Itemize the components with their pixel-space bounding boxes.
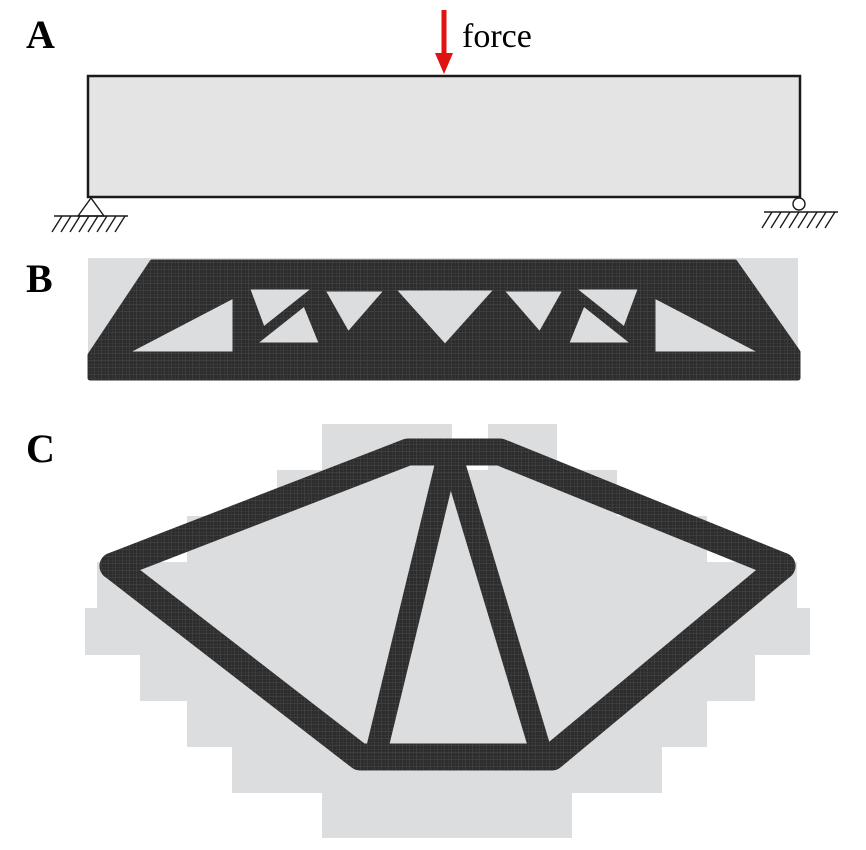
panel-a: A force [26, 10, 838, 233]
structure-c-bottom-chords [99, 552, 796, 771]
roller-support-hatch [761, 211, 836, 229]
optimized-structure-b [87, 259, 801, 381]
panel-c: C [26, 424, 810, 838]
force-label: force [462, 18, 532, 55]
pin-support-triangle [76, 196, 106, 217]
structure-c-inner-diagonal-left [366, 449, 458, 760]
structure-c-inner-diagonal-right [442, 449, 551, 760]
panel-a-label: A [26, 12, 55, 57]
pin-support-icon [51, 196, 128, 233]
force-arrow-head [435, 53, 453, 74]
panel-b: B [26, 256, 801, 381]
roller-support-circle [792, 197, 806, 211]
panel-c-label: C [26, 426, 55, 471]
optimized-structure-c [99, 438, 796, 771]
panel-b-label: B [26, 256, 53, 301]
pin-support-hatch [51, 215, 126, 233]
force-arrow-icon [435, 10, 453, 74]
roller-support-icon [761, 197, 838, 229]
design-domain-beam [86, 74, 802, 199]
